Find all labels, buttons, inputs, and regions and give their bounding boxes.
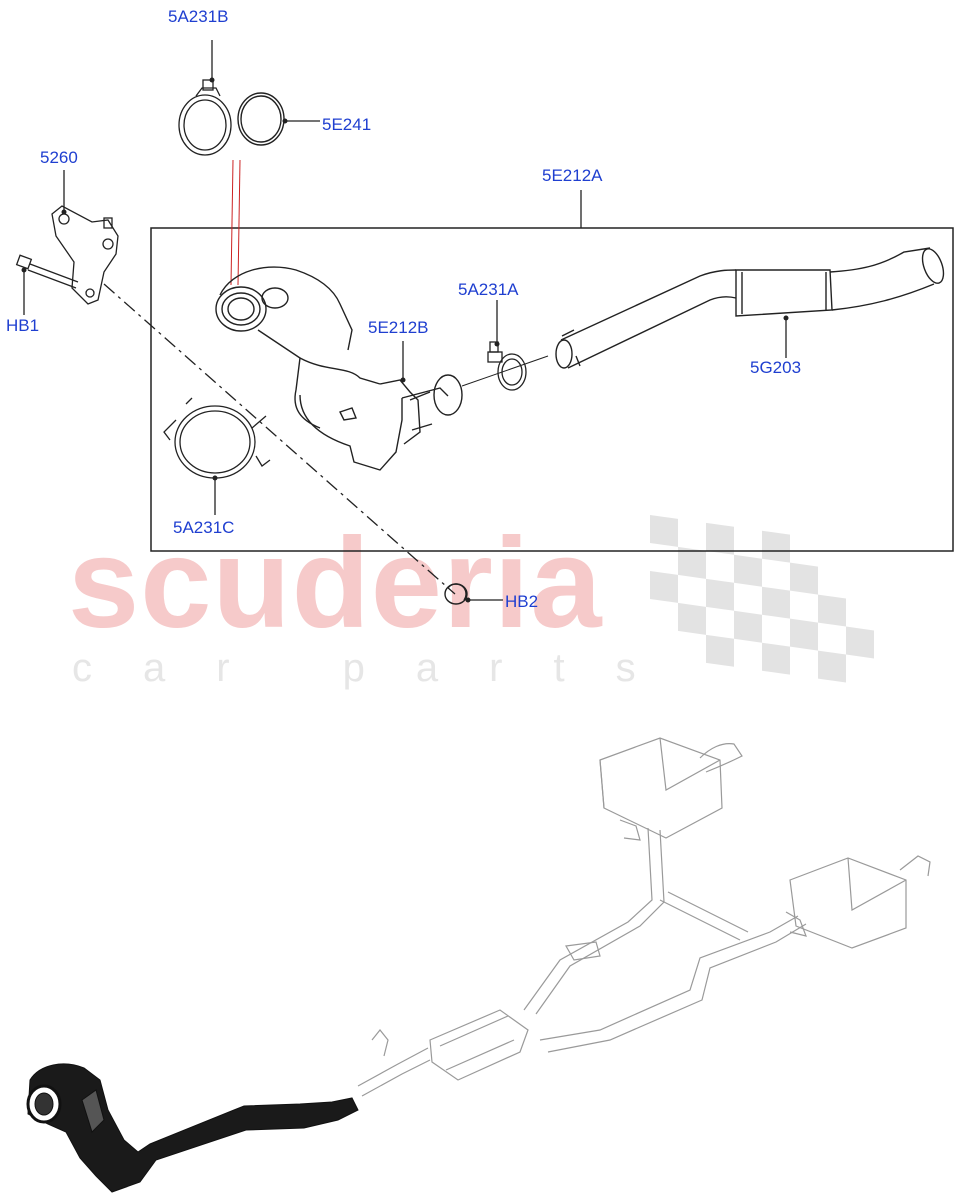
watermark-tagline: car parts — [72, 646, 687, 690]
exhaust-system-overview — [357, 737, 931, 1097]
callout-5e212a[interactable]: 5E212A — [542, 166, 603, 185]
checkered-flag-icon — [650, 515, 874, 683]
callout-5e212b[interactable]: 5E212B — [368, 318, 429, 337]
exhaust-pipe-5e212a — [555, 247, 945, 369]
callout-5e241[interactable]: 5E241 — [322, 115, 372, 134]
gasket-5e241 — [237, 92, 285, 146]
callout-5a231a[interactable]: 5A231A — [458, 280, 519, 299]
callout-5a231c[interactable]: 5A231C — [173, 518, 235, 537]
bolt-hb1 — [15, 254, 79, 289]
clamp-5a231a — [487, 341, 527, 391]
clamp-5a231c — [163, 397, 271, 479]
callout-5a231b[interactable]: 5A231B — [168, 7, 229, 26]
callout-5260[interactable]: 5260 — [40, 148, 78, 167]
nut-hb2 — [444, 583, 468, 605]
callout-hb1[interactable]: HB1 — [6, 316, 40, 335]
watermark-brand: scuderia — [68, 512, 603, 655]
callout-hb2[interactable]: HB2 — [505, 592, 539, 611]
callout-5g203[interactable]: 5G203 — [750, 358, 802, 377]
bracket-5260 — [51, 205, 119, 305]
assembly-frame — [150, 227, 954, 552]
catalytic-converter-5e212b — [215, 266, 463, 471]
clamp-5a231b — [178, 79, 232, 156]
highlighted-front-section — [26, 1063, 359, 1193]
